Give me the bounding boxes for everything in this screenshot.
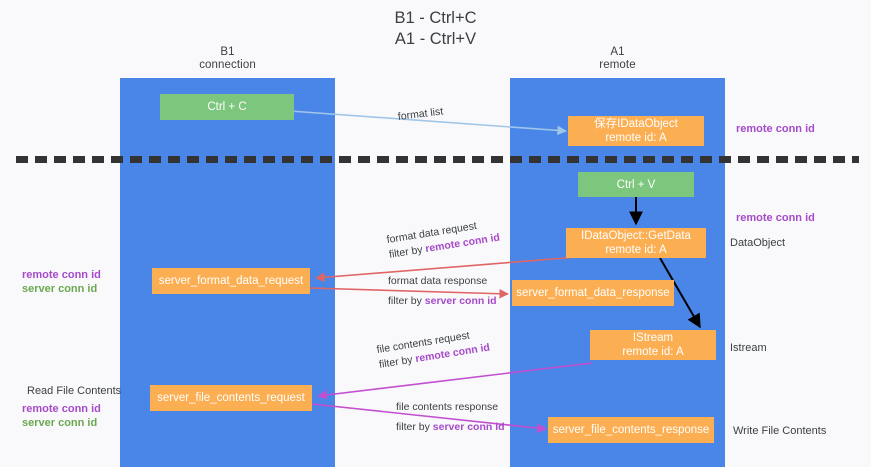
filter-by-prefix: filter by	[388, 295, 425, 307]
arrow-format-data-request	[315, 256, 579, 283]
lane-header-a1-line1: A1	[610, 46, 625, 58]
arrow-format-list	[275, 109, 567, 136]
annotation-left-read-file-contents-text: Read File Contents	[27, 385, 122, 397]
node-istream-sublabel: remote id: A	[622, 346, 684, 358]
phase-separator-dashed-line	[16, 156, 859, 163]
arrow-file-contents-request	[317, 362, 593, 400]
node-server-file-contents-request-label: server_file_contents_request	[157, 392, 305, 404]
arrow-getdata-to-istream	[659, 257, 701, 329]
annotation-left-bot-remote: remote conn id	[22, 403, 101, 415]
edge-label-file-contents-response-line2: filter by server conn id	[396, 420, 505, 435]
annotation-right-istream-text: Istream	[730, 342, 767, 354]
annotation-left-mid-conn-ids: remote conn id server conn id	[22, 268, 101, 296]
diagram-title-line2: A1 - Ctrl+V	[394, 30, 477, 48]
annotation-left-mid-remote: remote conn id	[22, 269, 101, 281]
node-idataobject-getdata[interactable]: IDataObject::GetData remote id: A	[566, 228, 706, 258]
node-save-idataobject[interactable]: 保存IDataObject remote id: A	[568, 116, 704, 146]
annotation-right-remote-conn-top-text: remote conn id	[736, 123, 815, 135]
annotation-right-write-file-contents-text: Write File Contents	[733, 425, 827, 437]
annotation-right-istream: Istream	[730, 341, 767, 355]
edge-label-file-contents-response-line1: file contents response	[396, 401, 499, 413]
server-conn-id-token: server conn id	[432, 421, 505, 433]
node-server-file-contents-response[interactable]: server_file_contents_response	[548, 417, 714, 443]
annotation-right-dataobject-text: DataObject	[730, 237, 786, 249]
lane-header-a1-line2: remote	[599, 59, 636, 71]
annotation-right-remote-conn-mid: remote conn id	[736, 211, 815, 225]
annotation-left-bot-server: server conn id	[22, 417, 98, 429]
annotation-left-bottom-conn-ids: remote conn id server conn id	[22, 402, 101, 430]
node-server-format-data-response[interactable]: server_format_data_response	[512, 280, 674, 306]
edge-label-file-contents-response: file contents response filter by server …	[396, 400, 505, 435]
annotation-right-dataobject: DataObject	[730, 236, 785, 250]
diagram-title-line1: B1 - Ctrl+C	[394, 9, 477, 27]
node-save-idataobject-label: 保存IDataObject	[594, 118, 678, 130]
annotation-left-read-file-contents: Read File Contents	[27, 384, 121, 398]
server-conn-id-token: server conn id	[424, 295, 497, 307]
arrow-format-data-response	[309, 287, 509, 299]
node-save-idataobject-sublabel: remote id: A	[605, 132, 667, 144]
node-ctrl-v[interactable]: Ctrl + V	[578, 172, 694, 197]
node-idataobject-getdata-sublabel: remote id: A	[605, 244, 667, 256]
lane-header-b1-line1: B1	[220, 46, 235, 58]
node-server-file-contents-request[interactable]: server_file_contents_request	[150, 385, 312, 411]
edge-label-format-data-response-line2: filter by server conn id	[388, 294, 497, 309]
node-istream[interactable]: IStream remote id: A	[590, 330, 716, 360]
node-server-format-data-response-label: server_format_data_response	[516, 287, 670, 299]
arrow-file-contents-response	[311, 403, 547, 433]
annotation-right-write-file-contents: Write File Contents	[733, 424, 826, 438]
annotation-left-mid-server: server conn id	[22, 283, 98, 295]
edge-label-format-data-response-line1: format data response	[388, 275, 488, 287]
diagram-title: B1 - Ctrl+C A1 - Ctrl+V	[0, 8, 871, 50]
lane-header-b1: B1 connection	[120, 46, 335, 72]
node-server-file-contents-response-label: server_file_contents_response	[552, 424, 710, 436]
annotation-right-remote-conn-mid-text: remote conn id	[736, 212, 815, 224]
node-ctrl-v-label: Ctrl + V	[616, 178, 656, 191]
node-ctrl-c-label: Ctrl + C	[207, 101, 247, 113]
node-server-format-data-request[interactable]: server_format_data_request	[152, 268, 310, 294]
node-idataobject-getdata-label: IDataObject::GetData	[581, 230, 691, 242]
annotation-right-remote-conn-top: remote conn id	[736, 122, 815, 136]
edge-label-format-data-response: format data response filter by server co…	[388, 274, 497, 309]
node-istream-label: IStream	[632, 332, 674, 344]
lane-header-b1-line2: connection	[199, 59, 256, 71]
lane-header-a1: A1 remote	[510, 46, 725, 72]
node-ctrl-c[interactable]: Ctrl + C	[160, 94, 294, 120]
filter-by-prefix: filter by	[396, 421, 433, 433]
node-server-format-data-request-label: server_format_data_request	[158, 275, 304, 287]
